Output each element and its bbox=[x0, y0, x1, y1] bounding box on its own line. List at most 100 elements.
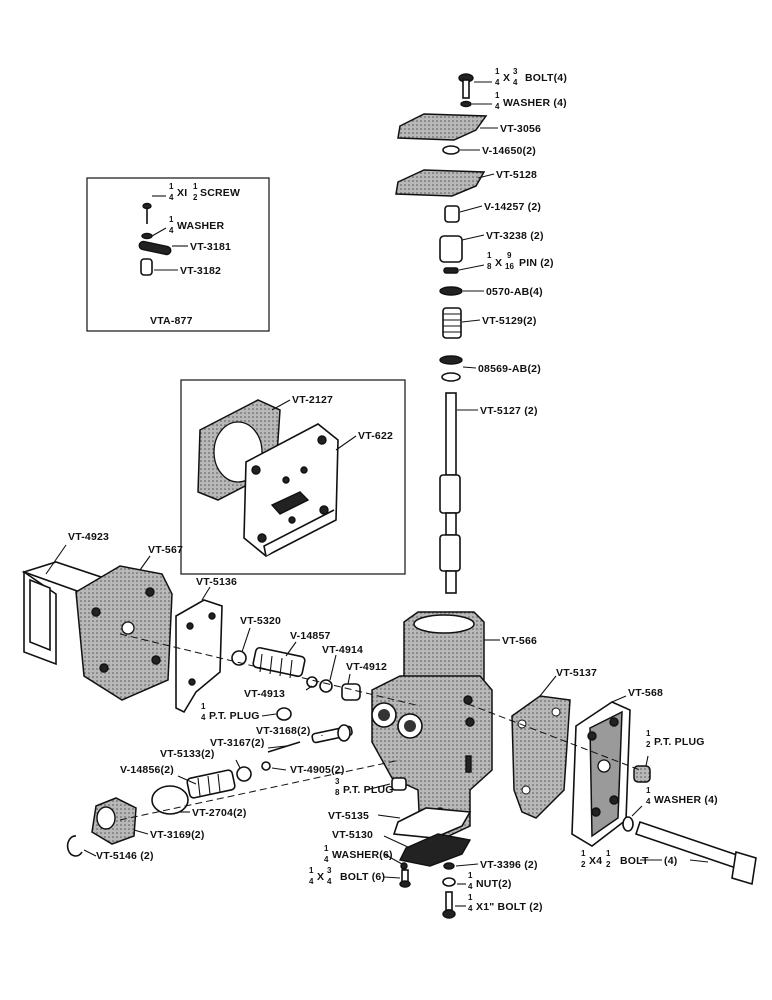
ptplug-left-frac-num: 1 bbox=[201, 702, 206, 711]
washer4-frac-den: 4 bbox=[495, 102, 500, 111]
stack-part-08569ab-a bbox=[439, 355, 463, 365]
bolt4r-frac2-den: 2 bbox=[606, 860, 611, 869]
label-vt5146: VT-5146 (2) bbox=[96, 850, 154, 862]
label-v14857: V-14857 bbox=[290, 630, 331, 642]
label-vt566: VT-566 bbox=[502, 635, 537, 647]
stack-spring-vt5129 bbox=[442, 307, 462, 339]
ptplug-mid-frac-num: 3 bbox=[335, 777, 340, 786]
bolt2-part bbox=[442, 891, 456, 919]
bolt4r-frac-den: 2 bbox=[581, 860, 586, 869]
ring-vt5146 bbox=[66, 835, 83, 857]
label-vt3056: VT-3056 bbox=[500, 123, 541, 135]
washer6-frac-den: 4 bbox=[324, 855, 329, 864]
inset-washer-frac-den: 4 bbox=[169, 226, 174, 235]
stack-part-vt3056 bbox=[397, 113, 488, 141]
cover-plate-vt622 bbox=[243, 423, 339, 557]
bolt6-frac2-num: 3 bbox=[327, 866, 332, 875]
inset-box-vta877 bbox=[86, 177, 270, 332]
oring-vt2704 bbox=[151, 785, 189, 815]
label-vt5320: VT-5320 bbox=[240, 615, 281, 627]
pt-plug-left bbox=[276, 707, 292, 721]
inset-screw-frac2-den: 2 bbox=[193, 193, 198, 202]
bolt4r-frac-num: 1 bbox=[581, 849, 586, 858]
label-vt5137: VT-5137 bbox=[556, 667, 597, 679]
part-vt4914 bbox=[319, 679, 333, 693]
bolt4-frac-num: 1 bbox=[495, 67, 500, 76]
stack-washer bbox=[460, 100, 472, 108]
pin-frac2-num: 9 bbox=[507, 251, 512, 260]
cover-vt568 bbox=[571, 701, 631, 847]
pin-frac-num: 1 bbox=[487, 251, 492, 260]
label-v14650: V-14650(2) bbox=[482, 145, 536, 157]
washer4r-frac-num: 1 bbox=[646, 786, 651, 795]
bolt2-frac-den: 4 bbox=[468, 904, 473, 913]
label-vt5127: VT-5127 (2) bbox=[480, 405, 538, 417]
gasket-vt5136 bbox=[175, 599, 223, 714]
inset-label-vt3182: VT-3182 bbox=[180, 265, 221, 277]
inset-screw bbox=[142, 202, 152, 224]
ptplug-right-frac-den: 2 bbox=[646, 740, 651, 749]
label-vt4905: VT-4905(2) bbox=[290, 764, 345, 776]
label-vt5128: VT-5128 bbox=[496, 169, 537, 181]
pt-plug-right bbox=[633, 765, 651, 783]
inset-screw-suffix: SCREW bbox=[200, 187, 240, 199]
label-stack-bolt: BOLT(4) bbox=[525, 72, 567, 84]
bolt6-frac2-den: 4 bbox=[327, 877, 332, 886]
plate-vt5130 bbox=[398, 833, 472, 867]
inset-screw-label: XI bbox=[177, 187, 187, 199]
label-vt568: VT-568 bbox=[628, 687, 663, 699]
stack-part-vt5128 bbox=[395, 169, 486, 197]
label-bolt4-right: BOLT bbox=[620, 855, 649, 867]
stack-valve-stem-vt5127 bbox=[439, 392, 461, 594]
pt-plug-mid bbox=[391, 777, 407, 791]
inset-part-vt3182 bbox=[140, 258, 153, 276]
cover-vt567 bbox=[75, 565, 173, 701]
bolt4r-x: X4 bbox=[589, 855, 602, 867]
label-v14257: V-14257 (2) bbox=[484, 201, 541, 213]
inset-box-cover bbox=[180, 379, 406, 575]
label-vt622: VT-622 bbox=[358, 430, 393, 442]
part-vt4912 bbox=[341, 683, 361, 701]
label-vt4912: VT-4912 bbox=[346, 661, 387, 673]
label-vt4914: VT-4914 bbox=[322, 644, 363, 656]
part-vt5133 bbox=[236, 766, 252, 782]
bolt4-frac2-den: 4 bbox=[513, 78, 518, 87]
label-v14856: V-14856(2) bbox=[120, 764, 174, 776]
label-vt3238: VT-3238 (2) bbox=[486, 230, 544, 242]
label-vt3169: VT-3169(2) bbox=[150, 829, 205, 841]
bolt2-frac-num: 1 bbox=[468, 893, 473, 902]
label-ptplug-right: P.T. PLUG bbox=[654, 736, 705, 748]
nut2-part bbox=[442, 877, 456, 887]
label-vt5136: VT-5136 bbox=[196, 576, 237, 588]
washer6-frac-num: 1 bbox=[324, 844, 329, 853]
label-vt2704: VT-2704(2) bbox=[192, 807, 247, 819]
part-vt4913 bbox=[306, 676, 318, 688]
bolt6-frac-num: 1 bbox=[309, 866, 314, 875]
washer4r-frac-den: 4 bbox=[646, 797, 651, 806]
part-vt4905 bbox=[261, 761, 271, 771]
inset-washer-frac-num: 1 bbox=[169, 215, 174, 224]
label-vt5135: VT-5135 bbox=[328, 810, 369, 822]
stack-part-0570ab bbox=[439, 286, 463, 296]
washer4-frac-num: 1 bbox=[495, 91, 500, 100]
inset-screw-frac2-num: 1 bbox=[193, 182, 198, 191]
label-stack-washer: WASHER (4) bbox=[503, 97, 567, 109]
label-vt5130: VT-5130 bbox=[332, 829, 373, 841]
label-stack-pin: PIN (2) bbox=[519, 257, 554, 269]
washer4-part bbox=[622, 816, 634, 832]
stack-pin bbox=[443, 267, 459, 274]
pin-frac-den: 8 bbox=[487, 262, 492, 271]
pin-x: X bbox=[495, 257, 502, 269]
label-bolt6: BOLT (6) bbox=[340, 871, 385, 883]
label-vt4923: VT-4923 bbox=[68, 531, 109, 543]
part-vt5320 bbox=[231, 650, 247, 666]
label-bolt2: X1" BOLT (2) bbox=[476, 901, 543, 913]
inset-label-vta877: VTA-877 bbox=[150, 315, 193, 327]
label-washer4-right: WASHER (4) bbox=[654, 794, 718, 806]
label-nut2: NUT(2) bbox=[476, 878, 512, 890]
inset-part-vt3181 bbox=[138, 240, 172, 256]
label-vt5129: VT-5129(2) bbox=[482, 315, 537, 327]
bolt4r-frac2-num: 1 bbox=[606, 849, 611, 858]
nut2-frac-num: 1 bbox=[468, 871, 473, 880]
spring-v14856 bbox=[186, 769, 236, 799]
